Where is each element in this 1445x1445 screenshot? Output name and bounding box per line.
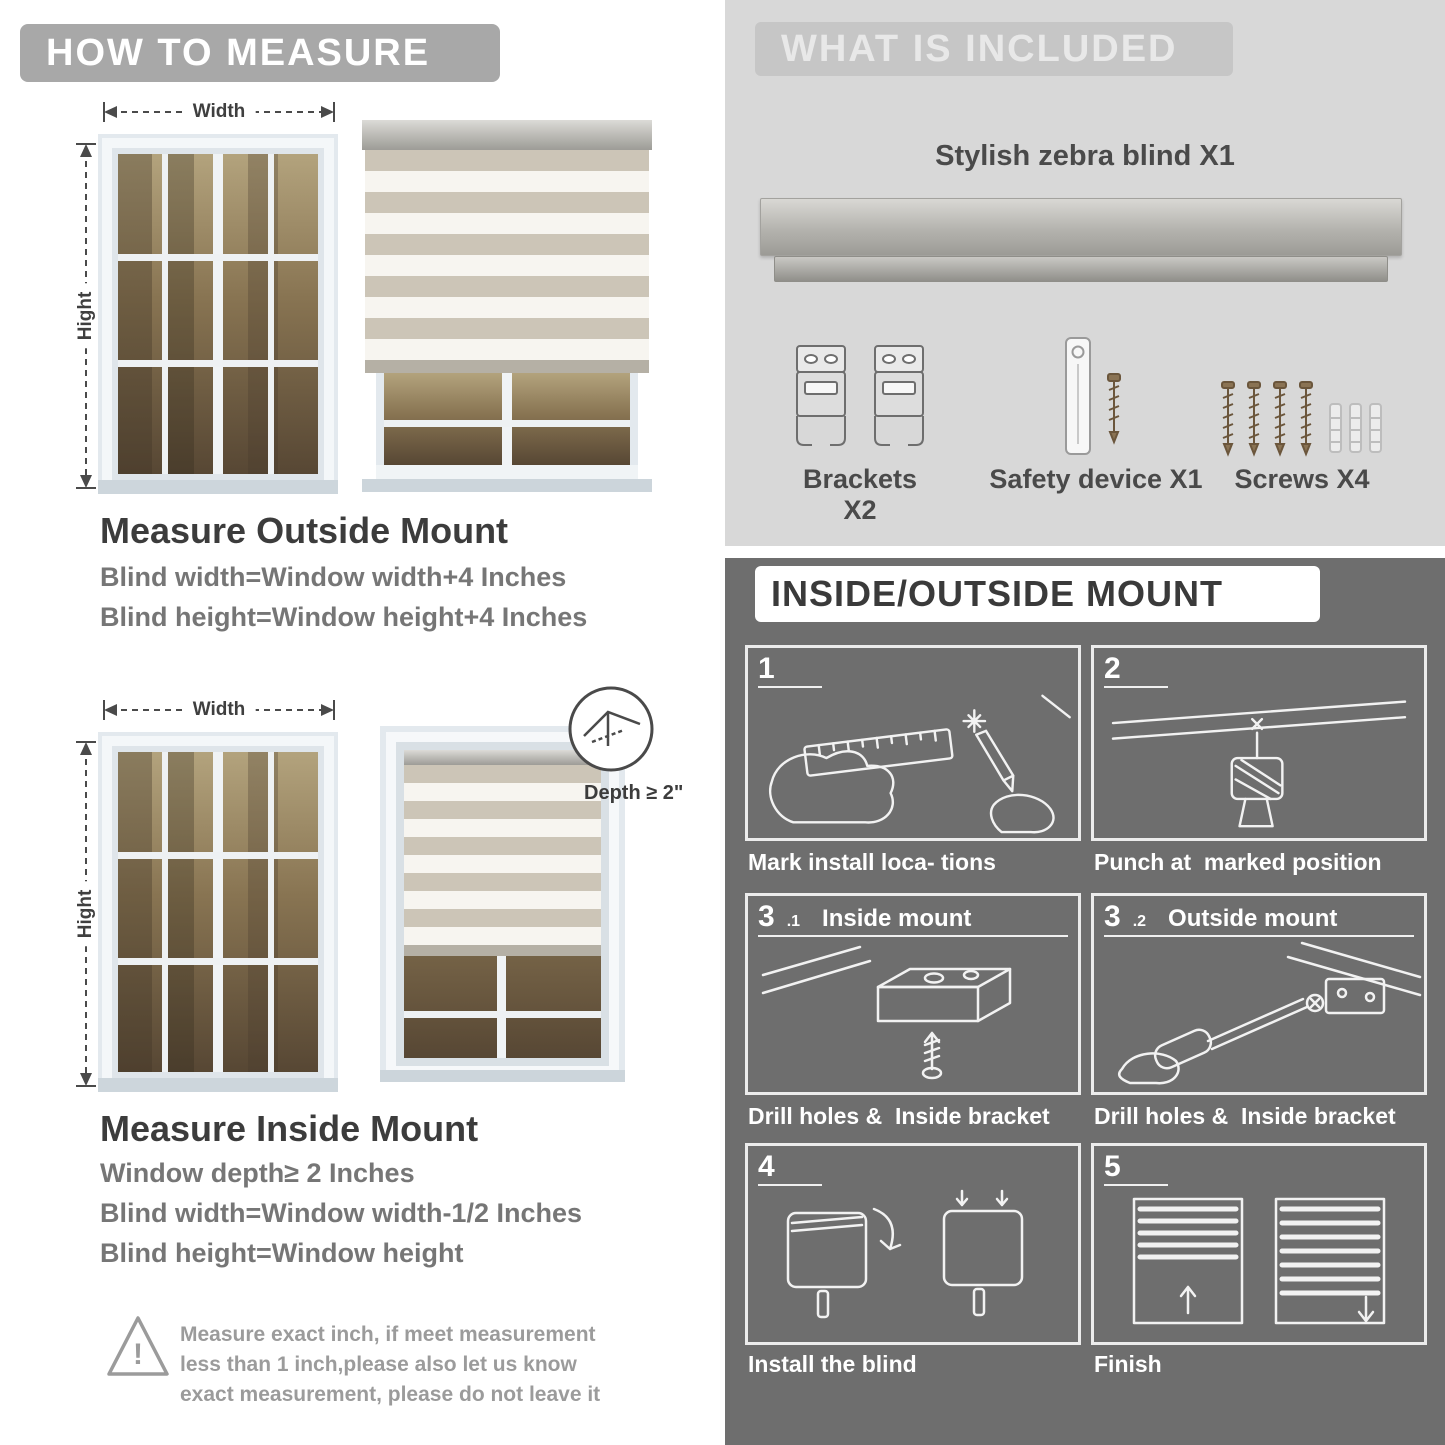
outside-mount-title: Measure Outside Mount xyxy=(100,510,509,551)
step-5-illustration xyxy=(1132,1197,1386,1325)
what-is-included-banner: WHAT IS INCLUDED xyxy=(755,22,1233,76)
width-arrow-line-2 xyxy=(103,700,335,720)
width-arrow-line xyxy=(103,102,335,122)
outside-mount-line-2: Blind height=Window height+4 Inches xyxy=(100,602,588,632)
height-arrow-2: Hight xyxy=(73,738,99,1090)
step-3-1-illustration xyxy=(761,945,1012,1080)
step-3-2-head: 3 .2 Outside mount xyxy=(1104,902,1414,937)
step-panel-1: 1 xyxy=(745,645,1081,841)
height-arrow: Hight xyxy=(73,140,99,492)
brackets-label: Brackets X2 xyxy=(802,464,918,525)
how-to-measure-banner: HOW TO MEASURE xyxy=(20,24,500,82)
width-arrow-2: Width xyxy=(100,698,338,722)
product-label: Stylish zebra blind X1 xyxy=(935,140,1235,172)
depth-callout-label: Depth ≥ 2" xyxy=(584,782,684,804)
step-caption: Drill holes & Inside bracket xyxy=(748,1103,1050,1129)
warning-triangle-icon: ! xyxy=(104,1312,172,1386)
inside-mount-title: Measure Inside Mount xyxy=(100,1108,479,1149)
height-label-2: Hight xyxy=(73,881,99,947)
step-panel-3-1: 3 .1 Inside mount xyxy=(745,893,1081,1095)
step-1-head: 1 xyxy=(758,654,822,688)
bracket-icon-1 xyxy=(796,345,846,446)
bracket-icon-2 xyxy=(874,345,924,446)
step-caption: Install the blind xyxy=(748,1351,917,1377)
window-illustration-inside xyxy=(98,732,338,1092)
step-4-illustration xyxy=(786,1189,1024,1319)
step-panel-5: 5 xyxy=(1091,1143,1427,1345)
step-5-number: 5 xyxy=(1104,1150,1121,1183)
step-2-number: 2 xyxy=(1104,652,1121,685)
inside-mount-line-1: Window depth≥ 2 Inches xyxy=(100,1158,415,1188)
step-caption: Mark install loca- tions xyxy=(748,849,996,875)
safety-device-label: Safety device X1 xyxy=(989,464,1203,494)
step-3-2-illustration xyxy=(1118,941,1422,1085)
step-panel-3-2: 3 .2 Outside mount xyxy=(1091,893,1427,1095)
step-4-number: 4 xyxy=(758,1150,775,1183)
step-4-head: 4 xyxy=(758,1152,822,1186)
step-caption: Finish xyxy=(1094,1351,1162,1377)
step-3-1-head: 3 .1 Inside mount xyxy=(758,902,1068,937)
step-3-1-number: 3 xyxy=(758,900,775,933)
width-arrow: Width xyxy=(100,100,338,124)
mount-guide-banner: INSIDE/OUTSIDE MOUNT xyxy=(755,566,1320,622)
warning-exclamation: ! xyxy=(133,1337,143,1371)
width-label-2: Width xyxy=(182,699,256,721)
safety-device-icon xyxy=(1065,337,1121,455)
screws-label: Screws X4 xyxy=(1234,464,1370,494)
step-1-number: 1 xyxy=(758,652,775,685)
step-panel-4: 4 xyxy=(745,1143,1081,1345)
zebra-blind-outside-mount-illustration xyxy=(362,120,652,492)
inside-mount-line-2: Blind width=Window width-1/2 Inches xyxy=(100,1198,583,1228)
headrail-illustration xyxy=(760,198,1402,256)
what-is-included-title: WHAT IS INCLUDED xyxy=(781,27,1178,70)
step-1-illustration xyxy=(769,694,1071,834)
width-label: Width xyxy=(182,101,256,123)
how-to-measure-title: HOW TO MEASURE xyxy=(46,31,431,74)
outside-mount-line-1: Blind width=Window width+4 Inches xyxy=(100,562,567,592)
zebra-blind-inside-mount-illustration xyxy=(380,726,625,1082)
step-2-head: 2 xyxy=(1104,654,1168,688)
step-caption: Punch at marked position xyxy=(1094,849,1382,875)
mount-guide-title: INSIDE/OUTSIDE MOUNT xyxy=(771,573,1224,614)
depth-callout-circle xyxy=(568,686,654,772)
step-panel-2: 2 xyxy=(1091,645,1427,841)
screws-icon xyxy=(1221,381,1382,457)
step-caption: Drill holes & Inside bracket xyxy=(1094,1103,1396,1129)
step-5-head: 5 xyxy=(1104,1152,1168,1186)
warning-text: Measure exact inch, if meet measurement … xyxy=(180,1323,601,1406)
step-2-illustration xyxy=(1111,700,1407,828)
inside-mount-line-3: Blind height=Window height xyxy=(100,1238,464,1268)
window-illustration-outside xyxy=(98,134,338,494)
step-3-2-number: 3 xyxy=(1104,900,1121,933)
height-label: Hight xyxy=(73,283,99,349)
headrail-valance-illustration xyxy=(774,256,1388,282)
